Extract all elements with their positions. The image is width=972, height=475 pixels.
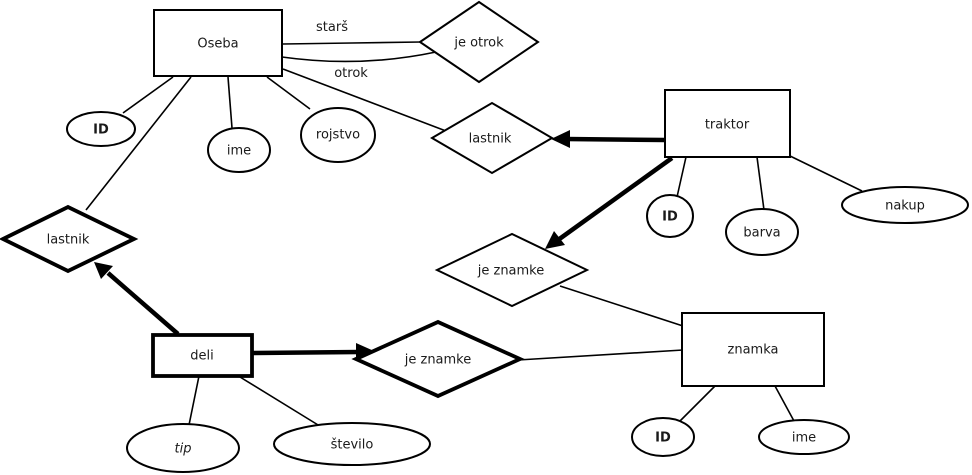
entity-traktor[interactable]: traktor [664,89,791,158]
edge-znamka-id [679,385,716,422]
diamond-lastnik-deli[interactable] [0,204,139,274]
diamond-je-znamke-traktor[interactable] [434,232,590,308]
entity-label: traktor [705,118,750,133]
connector-edges [85,41,863,429]
edge-oseba-lastnik-traktor [282,68,447,132]
attribute-label: rojstvo [316,128,360,143]
relationship-label: je znamke [477,264,545,279]
edge-label-otrok: otrok [334,66,368,81]
rect-deli[interactable] [151,333,254,378]
arrow-deli-to-lastnik [94,262,180,336]
diamond-je-otrok[interactable] [418,0,540,84]
ellipse-oseba-rojstvo[interactable] [300,107,376,163]
edge-traktor-nakup [787,154,863,192]
relationship-je-znamke-traktor[interactable]: je znamke [434,232,590,308]
entity-label: Oseba [197,37,238,52]
attribute-deli-stevilo[interactable]: število [273,422,431,466]
relationship-label: je znamke [404,353,472,368]
arrow-line [252,349,360,356]
relationship-je-znamke-deli[interactable]: je znamke [351,319,525,399]
relationship-lastnik-deli[interactable]: lastnik [0,204,139,274]
edge-oseba-rojstvo [266,76,311,110]
diamond-je-znamke-deli[interactable] [351,319,525,399]
arrow-head-icon [551,130,570,148]
entity-label: znamka [728,343,779,358]
ellipse-traktor-barva[interactable] [725,208,799,256]
attribute-label: število [331,438,374,453]
entity-znamka[interactable]: znamka [681,312,825,387]
entity-deli[interactable]: deli [151,333,254,378]
edge-oseba-jeotrok-otrok [281,51,437,63]
attribute-znamka-ime[interactable]: ime [758,419,850,455]
ellipse-oseba-ime[interactable] [207,127,271,173]
attribute-label: tip [175,442,192,457]
edge-oseba-jeotrok-stars [282,41,422,45]
attribute-oseba-ime[interactable]: ime [207,127,271,173]
arrow-traktor-to-lastnik [551,130,666,148]
edge-label-stars: starš [316,20,348,35]
relationship-label: lastnik [469,132,512,147]
edge-deli-tip [188,375,200,426]
attribute-label: ime [792,431,816,446]
edge-znamka-ime [774,385,795,422]
attribute-label: ID [662,210,678,225]
entity-oseba[interactable]: Oseba [153,9,283,77]
attribute-traktor-id[interactable]: ID [646,194,694,238]
edge-jeznamke-traktor-znamka [559,285,684,327]
attribute-traktor-barva[interactable]: barva [725,208,799,256]
arrow-line [106,271,180,336]
relationship-lastnik-traktor[interactable]: lastnik [430,101,554,175]
rect-traktor[interactable] [664,89,791,158]
arrow-line [565,136,666,143]
arrow-traktor-to-je-znamke [545,156,674,249]
ellipse-traktor-id[interactable] [646,194,694,238]
attribute-oseba-rojstvo[interactable]: rojstvo [300,107,376,163]
edge-oseba-ime [227,76,233,129]
arrow-head-icon [356,343,374,360]
attribute-oseba-id[interactable]: ID [66,111,136,147]
attribute-label: ime [227,144,251,159]
ellipse-deli-stevilo[interactable] [273,422,431,466]
ellipse-znamka-ime[interactable] [758,419,850,455]
ellipse-oseba-id[interactable] [66,111,136,147]
arrow-head-icon [545,231,565,249]
attribute-label: ID [93,123,109,138]
edge-oseba-id [122,76,174,114]
arrow-line [556,156,674,242]
attribute-label: nakup [885,199,925,214]
arrow-head-icon [94,262,113,279]
attribute-label: ID [655,431,671,446]
attribute-znamka-id[interactable]: ID [631,417,695,457]
relationship-je-otrok[interactable]: je otrok [418,0,540,84]
rect-oseba[interactable] [153,9,283,77]
edge-deli-stevilo [239,376,324,429]
diamond-lastnik-traktor[interactable] [430,101,554,175]
attribute-traktor-nakup[interactable]: nakup [841,186,969,224]
ellipse-traktor-nakup[interactable] [841,186,969,224]
relationship-label: je otrok [453,36,504,51]
relationship-label: lastnik [47,233,90,248]
edge-traktor-id [676,156,687,198]
rect-znamka[interactable] [681,312,825,387]
ellipse-znamka-id[interactable] [631,417,695,457]
edge-oseba-lastnik-deli [85,76,192,211]
arrow-deli-to-je-znamke [252,343,374,360]
attribute-deli-tip[interactable]: tip [126,423,240,473]
ellipse-deli-tip[interactable] [126,423,240,473]
edge-jeznamke-deli-znamka [517,349,684,361]
edge-traktor-barva [756,156,765,211]
entity-label: deli [190,349,213,364]
attribute-label: barva [743,226,780,241]
